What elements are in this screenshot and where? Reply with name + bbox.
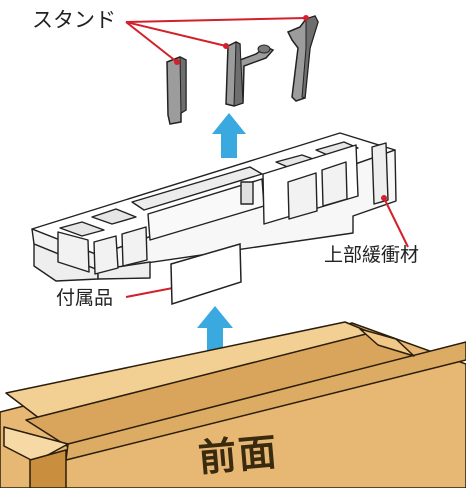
cardboard-box <box>0 321 466 488</box>
up-arrow-icon <box>197 306 233 352</box>
leader-lines <box>125 17 409 298</box>
up-arrow-icon <box>212 113 246 158</box>
stand-part-center <box>225 41 275 107</box>
stand-part-left <box>166 56 187 125</box>
stand-label: スタンド <box>32 8 116 32</box>
accessories-label: 付属品 <box>56 287 114 309</box>
upper-cushion <box>31 132 397 282</box>
front-label: 前面 <box>196 429 281 481</box>
stand-part-right <box>286 15 319 102</box>
accessories-sheet <box>170 243 242 306</box>
upper-cushion-label: 上部緩衝材 <box>324 244 420 266</box>
